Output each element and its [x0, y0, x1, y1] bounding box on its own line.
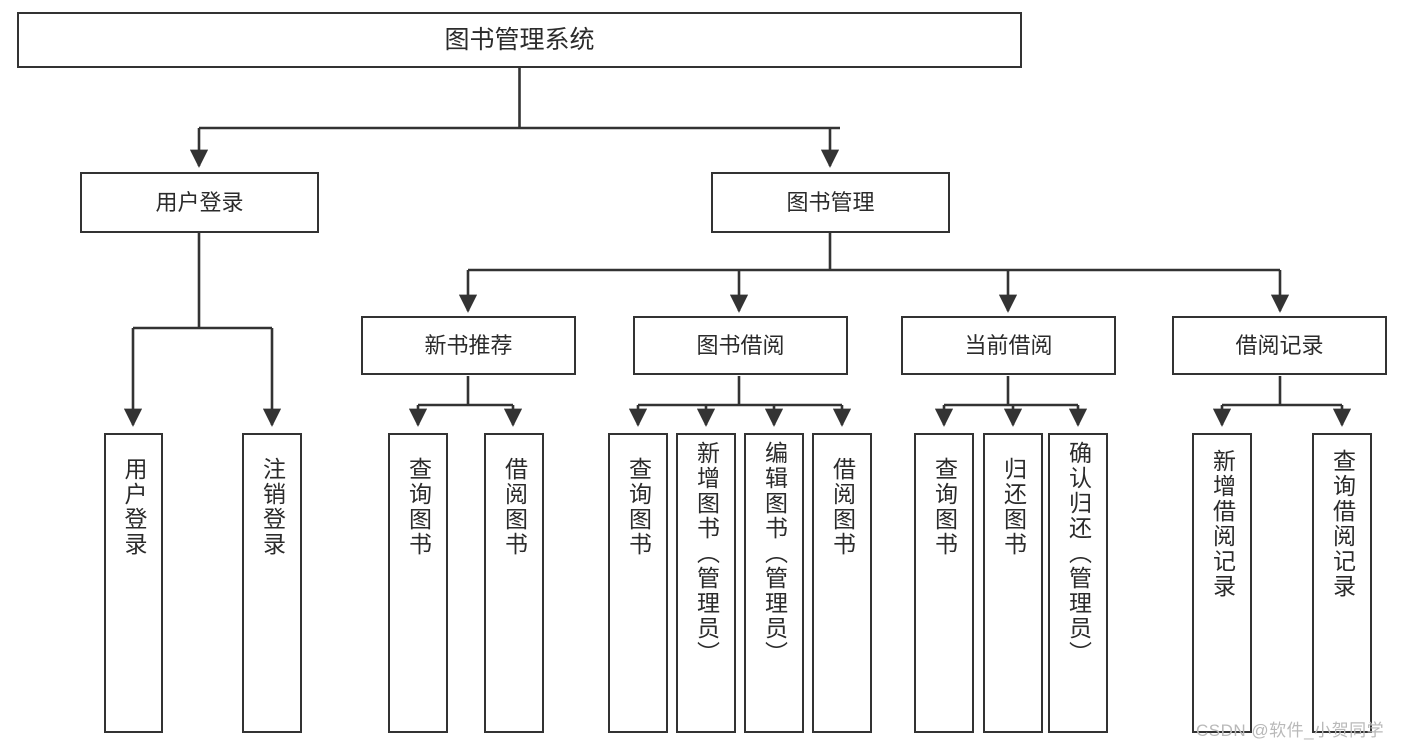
node-leaf-borrow-book-2[interactable]: 借阅图书 — [812, 433, 872, 733]
node-leaf-user-login[interactable]: 用户登录 — [104, 433, 163, 733]
node-leaf-query-book-1[interactable]: 查询图书 — [388, 433, 448, 733]
node-leaf-query-book-3[interactable]: 查询图书 — [914, 433, 974, 733]
node-leaf-return-book[interactable]: 归还图书 — [983, 433, 1043, 733]
node-leaf-edit-book-label: 编辑图书（管理员） — [761, 441, 788, 666]
node-leaf-borrow-book-2-label: 借阅图书 — [829, 457, 856, 557]
node-leaf-edit-book[interactable]: 编辑图书（管理员） — [744, 433, 804, 733]
node-user-login[interactable]: 用户登录 — [80, 172, 319, 233]
watermark-text: CSDN @软件_小贺同学 — [1196, 721, 1385, 740]
node-new-book-recommend[interactable]: 新书推荐 — [361, 316, 576, 375]
node-leaf-add-record-label: 新增借阅记录 — [1209, 449, 1236, 599]
node-root[interactable]: 图书管理系统 — [17, 12, 1022, 68]
node-book-borrow-label: 图书借阅 — [696, 332, 785, 358]
node-book-borrow[interactable]: 图书借阅 — [633, 316, 848, 375]
node-leaf-query-book-2[interactable]: 查询图书 — [608, 433, 668, 733]
node-leaf-query-record[interactable]: 查询借阅记录 — [1312, 433, 1372, 733]
node-root-label: 图书管理系统 — [444, 25, 595, 54]
node-user-login-label: 用户登录 — [155, 189, 244, 215]
node-leaf-return-book-label: 归还图书 — [1000, 457, 1027, 557]
node-leaf-add-record[interactable]: 新增借阅记录 — [1192, 433, 1252, 733]
node-book-management-label: 图书管理 — [786, 189, 875, 215]
node-leaf-user-login-label: 用户登录 — [121, 457, 147, 557]
node-leaf-query-book-1-label: 查询图书 — [405, 457, 432, 557]
node-current-borrow-label: 当前借阅 — [964, 332, 1053, 358]
node-leaf-logout-login-label: 注销登录 — [259, 457, 286, 557]
node-leaf-query-book-3-label: 查询图书 — [931, 457, 958, 557]
node-leaf-query-book-2-label: 查询图书 — [625, 457, 652, 557]
node-book-management[interactable]: 图书管理 — [711, 172, 950, 233]
node-new-book-recommend-label: 新书推荐 — [424, 332, 513, 358]
node-leaf-add-book[interactable]: 新增图书（管理员） — [676, 433, 736, 733]
node-leaf-add-book-label: 新增图书（管理员） — [693, 441, 720, 666]
node-leaf-query-record-label: 查询借阅记录 — [1329, 449, 1356, 599]
node-leaf-logout-login[interactable]: 注销登录 — [242, 433, 302, 733]
node-borrow-record-label: 借阅记录 — [1235, 332, 1324, 358]
node-leaf-confirm-return-label: 确认归还（管理员） — [1065, 441, 1092, 666]
node-leaf-borrow-book-1[interactable]: 借阅图书 — [484, 433, 544, 733]
node-leaf-confirm-return[interactable]: 确认归还（管理员） — [1048, 433, 1108, 733]
node-current-borrow[interactable]: 当前借阅 — [901, 316, 1116, 375]
node-borrow-record[interactable]: 借阅记录 — [1172, 316, 1387, 375]
node-leaf-borrow-book-1-label: 借阅图书 — [501, 457, 528, 557]
